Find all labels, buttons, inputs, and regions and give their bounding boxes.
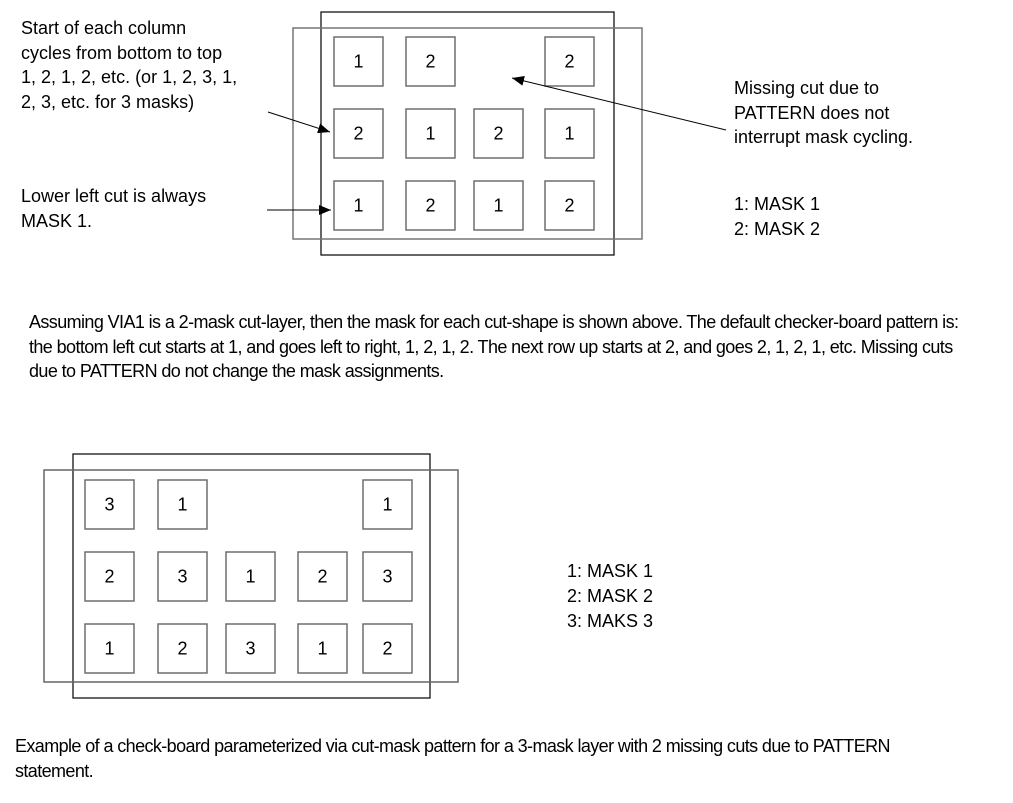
cut-box — [84, 551, 135, 602]
mask-number: 1 — [177, 495, 187, 515]
cut-box — [362, 551, 413, 602]
cut-shape: 2 — [297, 551, 348, 602]
cut-shape: 2 — [333, 108, 384, 159]
cut-shape: 1 — [333, 180, 384, 231]
cut-shape: 1 — [544, 108, 595, 159]
cut-shape: 2 — [84, 551, 135, 602]
outline-rect-wide — [43, 469, 459, 683]
cut-shape: 3 — [84, 479, 135, 530]
outline-rect-tall — [72, 453, 431, 699]
mask-number: 3 — [104, 495, 114, 515]
cut-shape: 2 — [544, 36, 595, 87]
legend-item: 3: MAKS 3 — [567, 611, 654, 631]
cut-shape: 2 — [405, 36, 456, 87]
mask-number: 2 — [493, 124, 503, 144]
cut-box — [473, 180, 524, 231]
mask-number: 1 — [245, 567, 255, 587]
annotation-column-start: Start of each column cycles from bottom … — [21, 18, 238, 112]
cut-box — [544, 108, 595, 159]
mask-number: 1 — [382, 495, 392, 515]
legend-item: 1: MASK 1 — [567, 561, 654, 581]
mask-number: 3 — [177, 567, 187, 587]
cut-box — [544, 36, 595, 87]
cut-shape: 1 — [333, 36, 384, 87]
mask-number: 3 — [245, 639, 255, 659]
cut-box — [405, 180, 456, 231]
mask-number: 2 — [353, 124, 363, 144]
mask-number: 2 — [564, 52, 574, 72]
mask-number: 2 — [177, 639, 187, 659]
mask-number: 2 — [382, 639, 392, 659]
cut-box — [225, 551, 276, 602]
annotation-missing-cut: Missing cut due to PATTERN does not inte… — [734, 78, 914, 147]
cut-box — [473, 108, 524, 159]
cut-shape: 2 — [157, 623, 208, 674]
legend-item: 2: MASK 2 — [734, 219, 821, 239]
cut-box — [362, 479, 413, 530]
cut-box — [84, 479, 135, 530]
cut-box — [405, 36, 456, 87]
cut-shape: 3 — [157, 551, 208, 602]
mask-number: 1 — [564, 124, 574, 144]
cut-grid-2mask: 1 2 2 2 1 2 1 1 2 1 2 — [333, 36, 595, 231]
cut-box — [157, 623, 208, 674]
cut-box — [362, 623, 413, 674]
legend-item: 2: MASK 2 — [567, 586, 654, 606]
cut-shape: 1 — [297, 623, 348, 674]
outline-rect-wide — [292, 27, 643, 240]
mask-number: 2 — [317, 567, 327, 587]
mask-number: 2 — [425, 196, 435, 216]
cut-shape: 3 — [362, 551, 413, 602]
cut-shape: 1 — [225, 551, 276, 602]
cut-box — [333, 36, 384, 87]
cut-shape: 2 — [473, 108, 524, 159]
outline-rect-tall — [320, 11, 615, 256]
mask-number: 2 — [564, 196, 574, 216]
cut-box — [297, 623, 348, 674]
cut-shape: 1 — [405, 108, 456, 159]
mask-number: 1 — [353, 196, 363, 216]
annotation-lower-left: Lower left cut is always MASK 1. — [21, 186, 207, 231]
mask-number: 1 — [425, 124, 435, 144]
cut-box — [297, 551, 348, 602]
cut-box — [225, 623, 276, 674]
mask-number: 2 — [104, 567, 114, 587]
legend-item: 1: MASK 1 — [734, 194, 821, 214]
cut-shape: 1 — [84, 623, 135, 674]
cut-box — [157, 551, 208, 602]
cut-box — [157, 479, 208, 530]
cut-shape: 1 — [473, 180, 524, 231]
cut-box — [333, 180, 384, 231]
cut-shape: 3 — [225, 623, 276, 674]
mask-number: 1 — [493, 196, 503, 216]
mask-number: 3 — [382, 567, 392, 587]
cut-box — [333, 108, 384, 159]
arrow-missing-cut — [511, 75, 727, 131]
cut-box — [84, 623, 135, 674]
mask-number: 1 — [317, 639, 327, 659]
cut-box — [544, 180, 595, 231]
arrow-column-start — [267, 111, 331, 134]
cut-shape: 1 — [157, 479, 208, 530]
cut-shape: 2 — [544, 180, 595, 231]
mask-number: 1 — [104, 639, 114, 659]
mask-number: 1 — [353, 52, 363, 72]
explanation-paragraph: Assuming VIA1 is a 2-mask cut-layer, the… — [29, 312, 959, 381]
cut-shape: 1 — [362, 479, 413, 530]
caption: Example of a check-board parameterized v… — [15, 736, 891, 781]
mask-number: 2 — [425, 52, 435, 72]
cut-shape: 2 — [362, 623, 413, 674]
cut-shape: 2 — [405, 180, 456, 231]
cut-grid-3mask: 3 1 1 2 3 1 2 3 1 2 3 1 2 — [84, 479, 413, 674]
cut-box — [405, 108, 456, 159]
